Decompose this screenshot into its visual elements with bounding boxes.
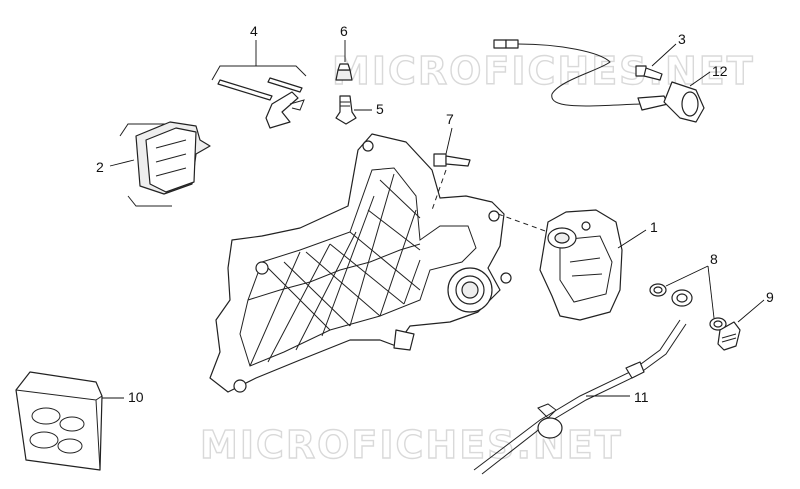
callout-label-10: 10 [128, 389, 144, 405]
callout-6: 6 [340, 23, 348, 62]
screw [635, 65, 663, 81]
bleed-valve [335, 95, 357, 125]
callout-5: 5 [354, 101, 384, 117]
callout-label-3: 3 [678, 31, 686, 47]
callout-12: 12 [689, 63, 728, 87]
brake-hose [473, 289, 693, 475]
callout-10: 10 [102, 389, 144, 405]
callout-4: 4 [250, 23, 258, 66]
watermark-top: MICROFICHES.NET [332, 49, 755, 93]
bolt [433, 153, 471, 167]
brake-caliper [539, 209, 623, 321]
callout-9: 9 [737, 289, 774, 323]
caliper-support-bracket [209, 133, 512, 393]
callout-11: 11 [586, 389, 649, 405]
callout-7: 7 [445, 111, 454, 155]
callout-label-5: 5 [376, 101, 384, 117]
callout-label-6: 6 [340, 23, 348, 39]
callout-label-8: 8 [710, 251, 718, 267]
callout-label-1: 1 [650, 219, 658, 235]
sealing-washers [649, 283, 727, 331]
callout-label-7: 7 [446, 111, 454, 127]
callout-8: 8 [665, 251, 718, 319]
callout-3: 3 [651, 31, 686, 67]
brake-pads [119, 121, 211, 207]
callout-label-12: 12 [712, 63, 728, 79]
callout-label-2: 2 [96, 159, 104, 175]
assembly-line-bolt [431, 169, 447, 211]
parts-bag-kit [15, 371, 103, 471]
pad-pin-kit [211, 65, 307, 129]
banjo-bolt [717, 321, 741, 351]
assembly-line-caliper [497, 213, 549, 233]
rubber-cap [335, 63, 353, 81]
callout-1: 1 [617, 219, 658, 249]
callout-label-11: 11 [634, 389, 649, 405]
speed-sensor [493, 39, 705, 123]
callout-label-9: 9 [766, 289, 774, 305]
callout-2: 2 [96, 159, 135, 175]
callout-label-4: 4 [250, 23, 258, 39]
